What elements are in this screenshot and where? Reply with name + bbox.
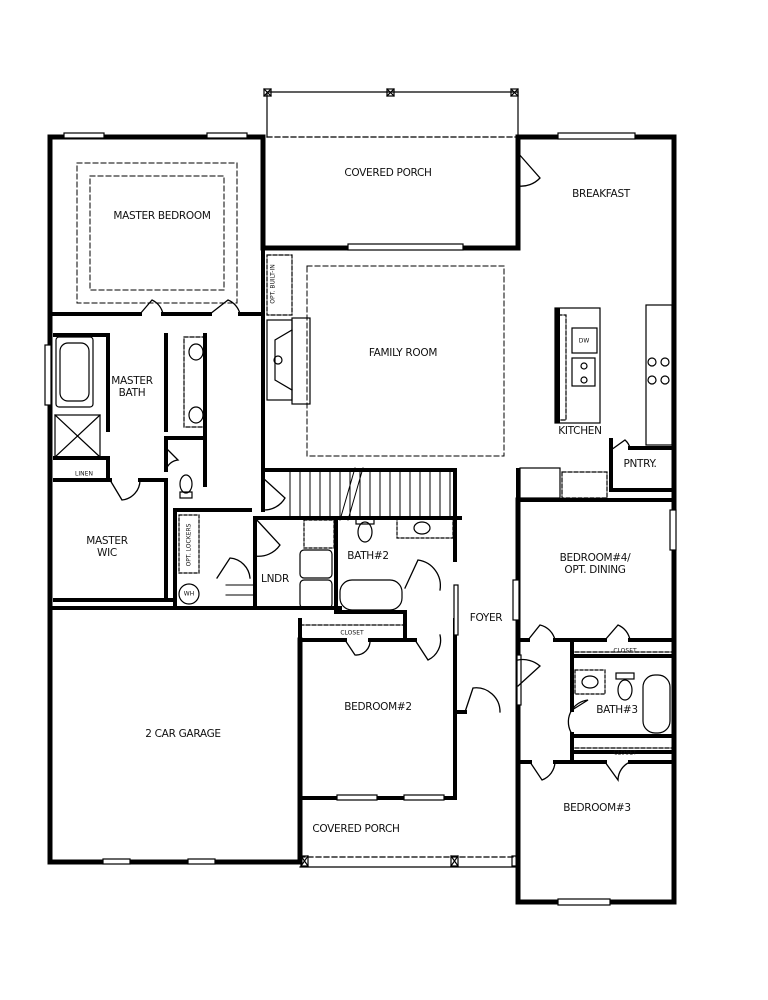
label-dishwasher: DW: [578, 337, 590, 345]
label-master-bath-line2: BATH: [118, 387, 146, 399]
label-covered-porch-rear: COVERED PORCH: [344, 167, 432, 179]
label-water-heater: WH: [183, 590, 195, 598]
label-laundry: LNDR: [261, 573, 289, 585]
label-bedroom-4-line2: OPT. DINING: [564, 564, 626, 576]
label-master-wic: MASTER WIC: [86, 535, 128, 559]
label-master-bedroom: MASTER BEDROOM: [113, 210, 211, 222]
label-master-bath: MASTER BATH: [111, 375, 153, 399]
label-garage: 2 CAR GARAGE: [145, 728, 221, 740]
label-bath-2: BATH#2: [347, 550, 389, 562]
label-foyer: FOYER: [469, 612, 503, 624]
doors: [109, 152, 631, 782]
label-opt-built-in: OPT. BUILT-IN: [269, 264, 277, 304]
label-opt-lockers: OPT. LOCKERS: [185, 523, 193, 567]
label-family-room: FAMILY ROOM: [368, 347, 438, 359]
label-bath-3: BATH#3: [596, 704, 638, 716]
stairs: [225, 467, 451, 596]
label-kitchen: KITCHEN: [558, 425, 602, 437]
label-closet-bed3: CLOSET: [613, 749, 637, 757]
label-master-wic-line1: MASTER: [86, 535, 128, 547]
label-linen: LINEN: [75, 470, 93, 478]
rear-porch-outline: [263, 88, 519, 138]
front-porch-outline: [299, 855, 519, 868]
windows: [44, 132, 677, 906]
label-closet-bath2: CLOSET: [340, 629, 364, 637]
label-closet-bed4: CLOSET: [613, 647, 637, 655]
label-bedroom-3: BEDROOM#3: [563, 802, 631, 814]
tray-ceilings: [76, 162, 505, 457]
label-bedroom-4: BEDROOM#4/ OPT. DINING: [560, 552, 631, 576]
label-pantry: PNTRY.: [623, 458, 657, 470]
label-bedroom-2: BEDROOM#2: [344, 701, 412, 713]
label-covered-porch-front: COVERED PORCH: [312, 823, 400, 835]
label-bedroom-4-line1: BEDROOM#4/: [559, 552, 631, 564]
label-breakfast: BREAKFAST: [572, 188, 630, 200]
label-master-bath-line1: MASTER: [111, 375, 153, 387]
label-master-wic-line2: WIC: [97, 547, 117, 559]
